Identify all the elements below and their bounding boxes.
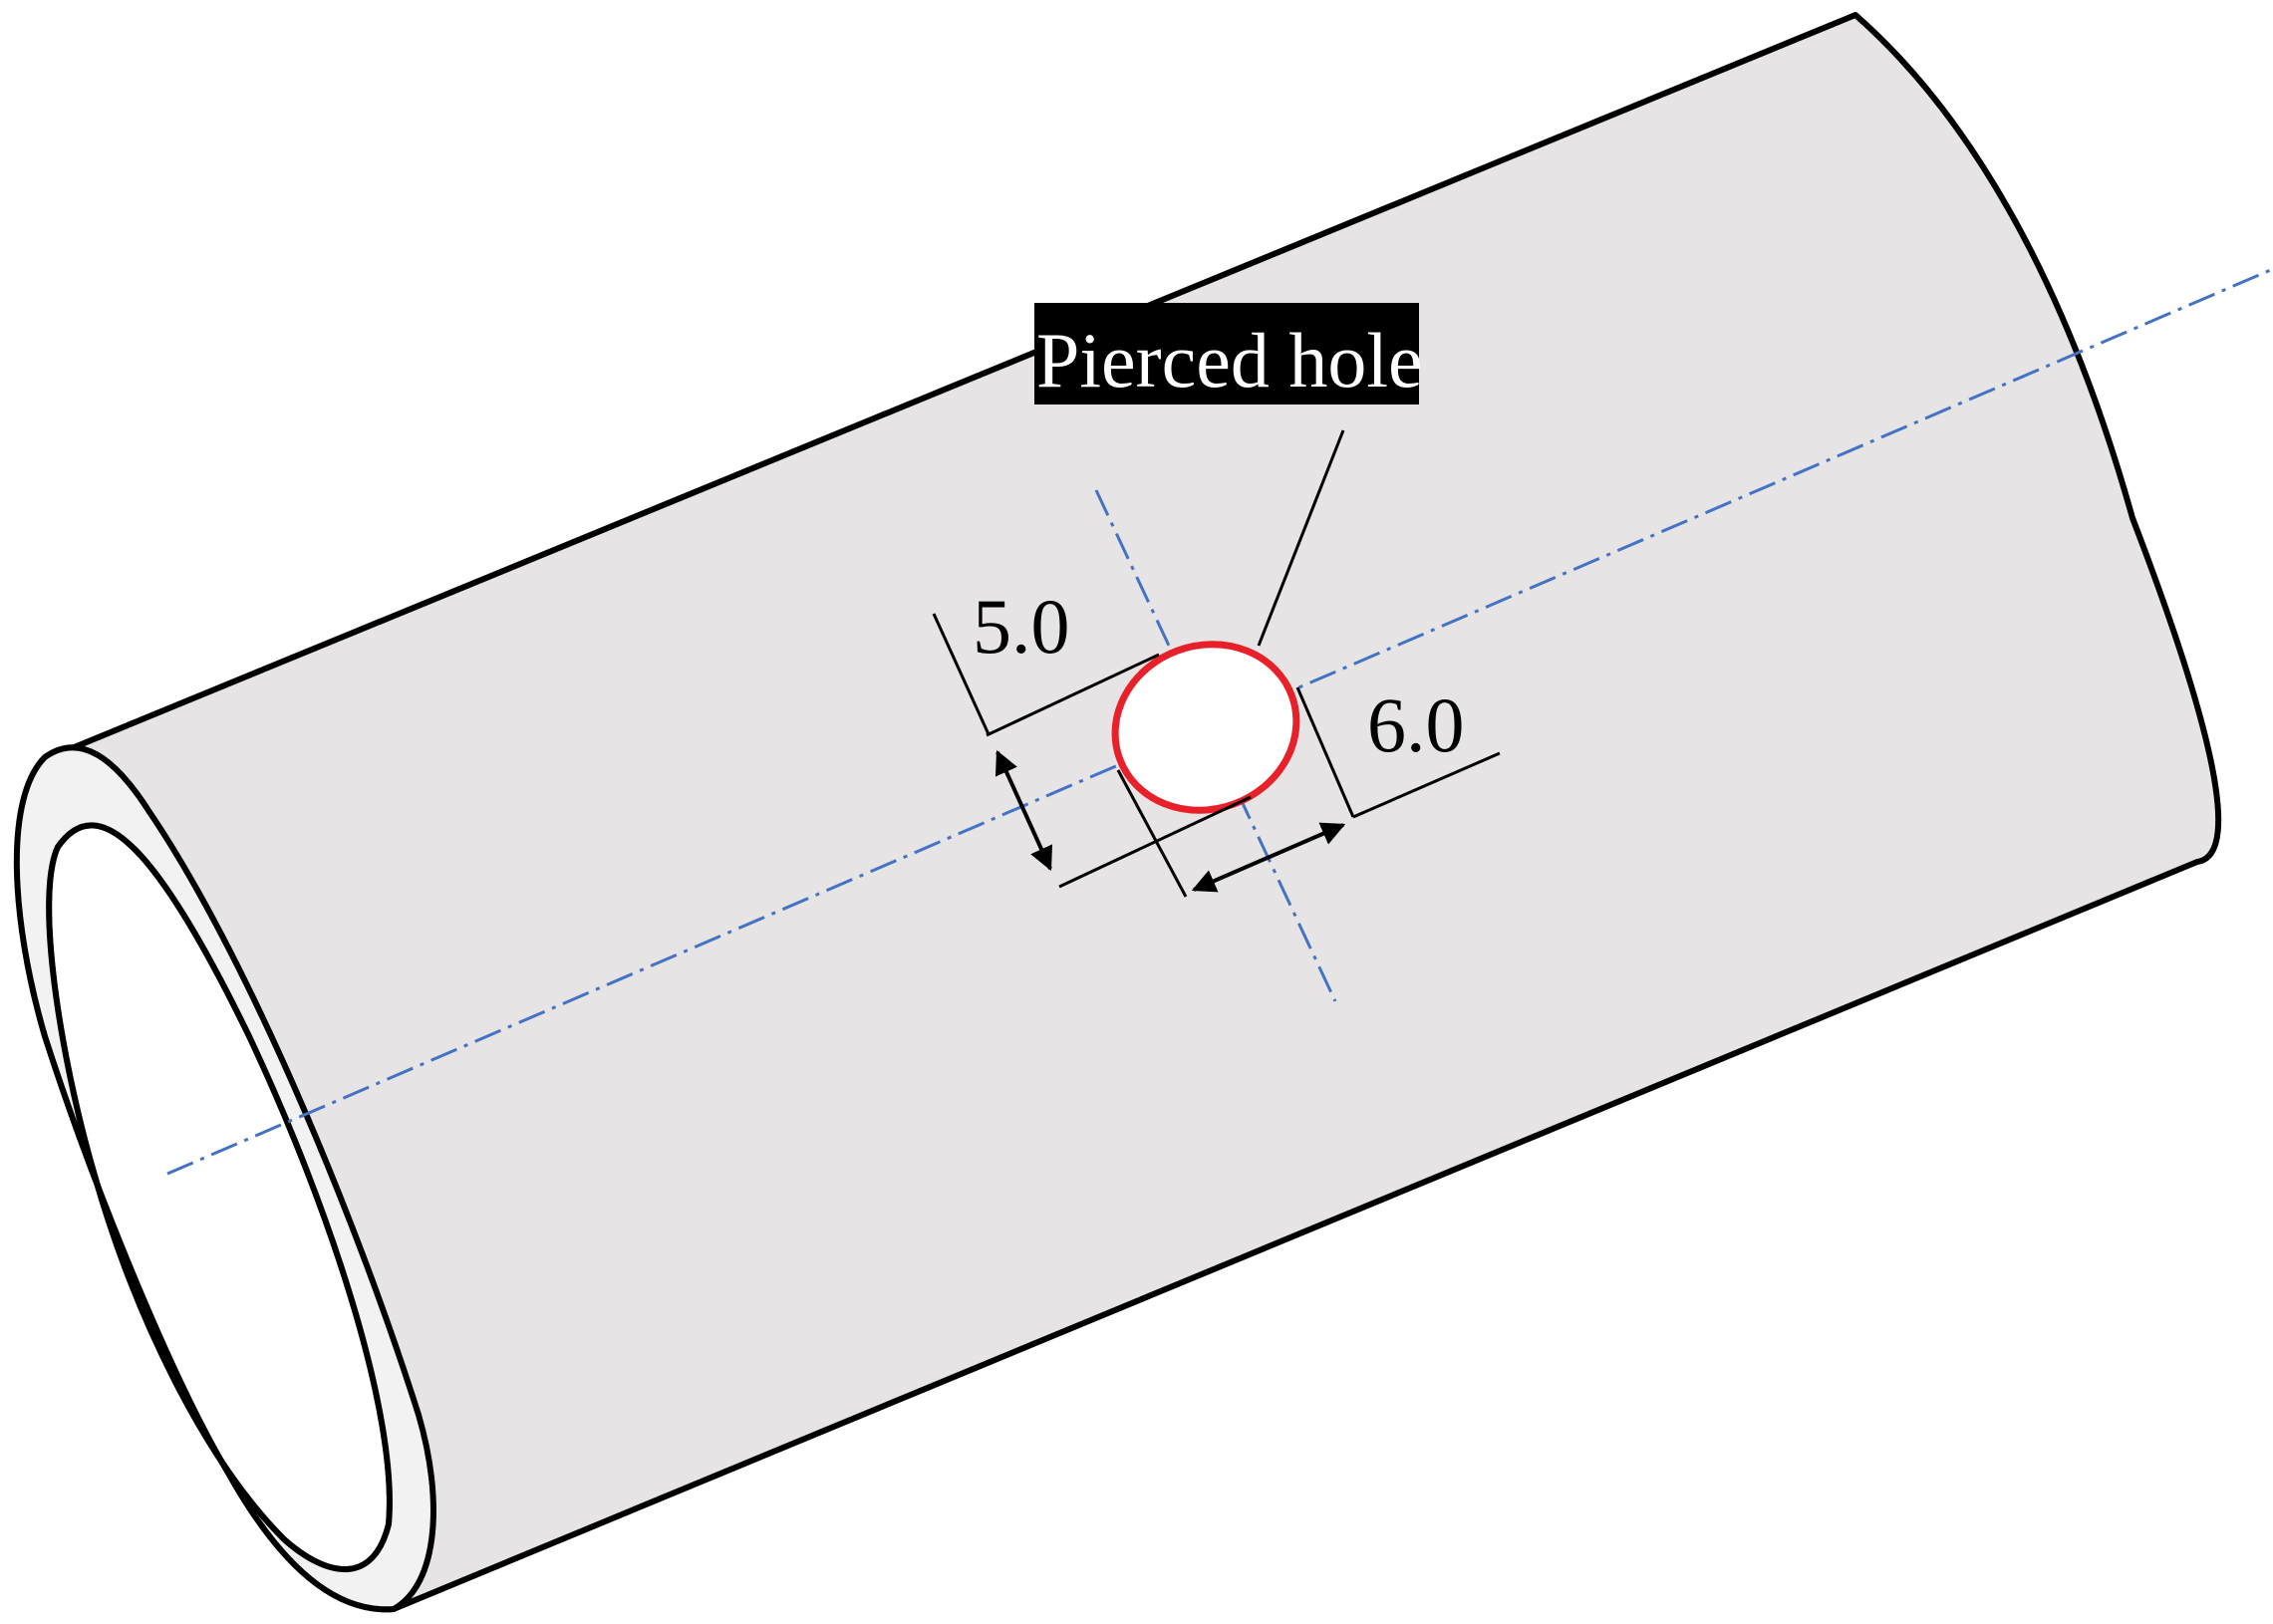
dimension-6-extension-left xyxy=(1116,769,1188,898)
hole-cross-center-line xyxy=(1094,489,1337,1002)
dimension-5-leader xyxy=(932,613,991,735)
tube-inner-bore-outline xyxy=(46,822,393,1573)
dimension-5-label: 5.0 xyxy=(973,583,1070,670)
dimension-6-leader xyxy=(1352,751,1501,819)
tube-wall-ring xyxy=(16,747,433,1610)
dimension-6-label: 6.0 xyxy=(1367,681,1465,768)
dimension-6-arrow xyxy=(1191,822,1346,893)
dimension-5-arrow xyxy=(994,749,1053,872)
dimension-6-extension-right xyxy=(1295,686,1355,818)
callout-box xyxy=(1034,303,1419,405)
tube-open-end-outline xyxy=(13,744,436,1613)
callout-label: Pierced hole xyxy=(1036,317,1423,404)
callout-leader-line xyxy=(1257,429,1345,647)
dimension-5-extension-top xyxy=(986,653,1160,737)
